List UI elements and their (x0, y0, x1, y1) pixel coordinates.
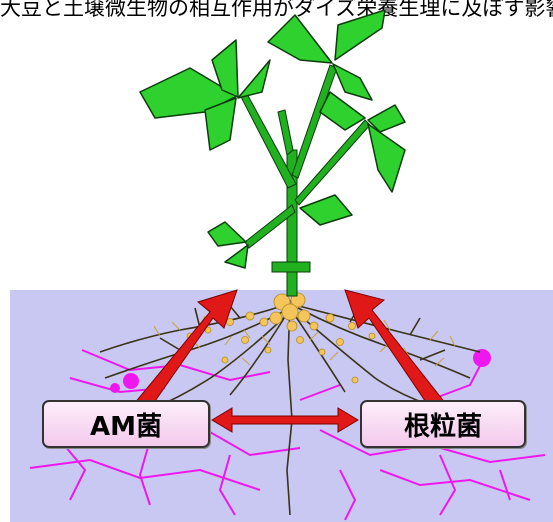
am-fungi-box: AM菌 (42, 400, 210, 448)
rhizobia-box: 根粒菌 (360, 400, 526, 448)
plant-stem (240, 65, 370, 296)
